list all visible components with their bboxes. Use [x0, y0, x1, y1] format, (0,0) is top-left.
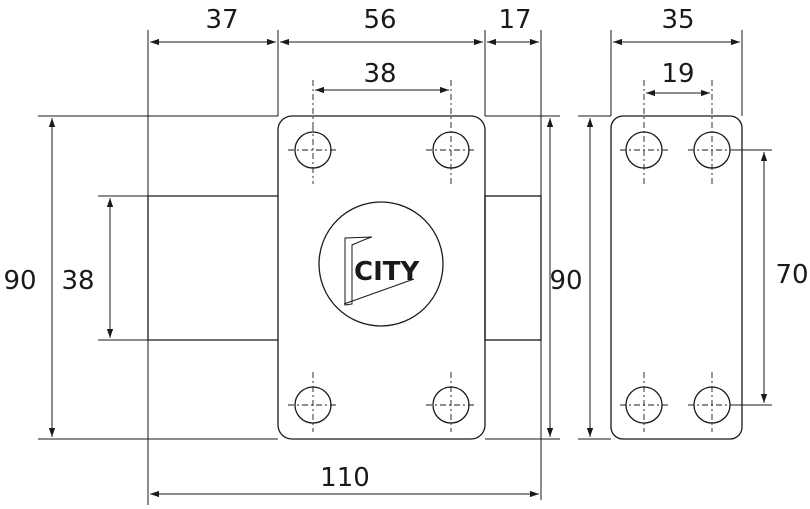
logo-text: CITY — [354, 257, 420, 287]
front-view: CITY — [147, 80, 542, 440]
dim-label-38-holes: 38 — [363, 59, 396, 89]
dim-label-38-body: 38 — [61, 266, 94, 296]
screw-hole-top-left — [288, 125, 338, 184]
dim-label-37: 37 — [205, 5, 238, 35]
side-view — [610, 80, 743, 440]
logo-key-icon — [344, 236, 373, 306]
side-hole-top-right — [688, 80, 736, 184]
screw-hole-bottom-right — [426, 372, 476, 432]
screw-hole-bottom-left — [288, 372, 338, 432]
side-hole-top-left — [620, 80, 668, 184]
dim-label-90-right: 90 — [549, 266, 582, 296]
dim-label-110: 110 — [320, 463, 370, 493]
side-hole-bottom-left — [620, 372, 668, 432]
side-plate — [610, 115, 743, 440]
dim-label-17: 17 — [498, 5, 531, 35]
dim-label-35: 35 — [661, 5, 694, 35]
bolt — [484, 195, 542, 341]
side-dimensions: 35 19 70 — [578, 5, 809, 440]
dim-label-70: 70 — [775, 260, 808, 290]
front-dimensions: 37 56 17 38 90 38 90 110 — [3, 5, 583, 505]
dim-label-56: 56 — [363, 5, 396, 35]
screw-hole-top-right — [426, 80, 476, 184]
logo-swoosh — [343, 278, 415, 305]
dim-label-19: 19 — [661, 59, 694, 89]
cylinder-logo: CITY — [318, 201, 444, 327]
side-hole-bottom-right — [688, 372, 736, 432]
dim-label-90-left: 90 — [3, 266, 36, 296]
